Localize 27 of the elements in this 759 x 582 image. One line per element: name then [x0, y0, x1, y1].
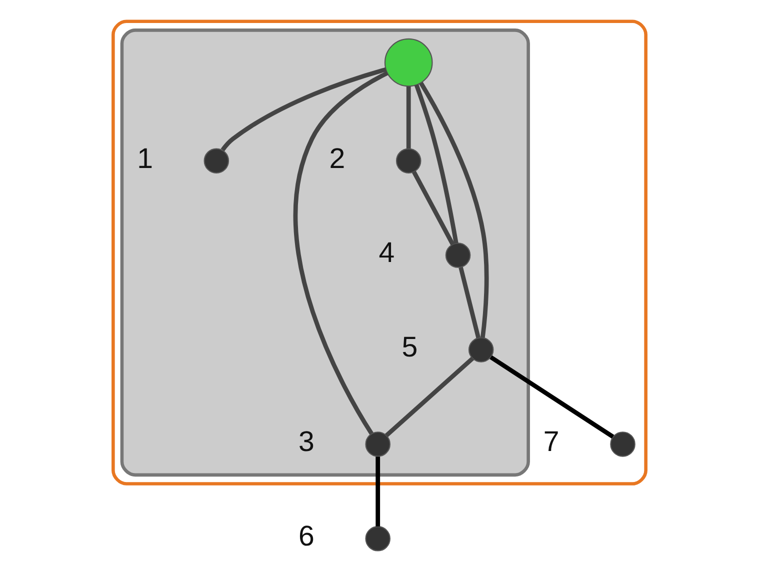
- node-label: 1: [137, 142, 153, 175]
- connector: [376, 456, 380, 526]
- connector: [220, 67, 387, 152]
- node-circle: [384, 38, 433, 87]
- node-circle: [365, 526, 390, 552]
- node-label: 3: [298, 426, 314, 458]
- node-label: 2: [329, 142, 346, 175]
- connector: [384, 356, 474, 438]
- connector: [406, 86, 411, 148]
- node-label: 6: [298, 520, 314, 553]
- connector: [294, 71, 388, 435]
- node-label: 7: [543, 426, 560, 458]
- node-circle: [396, 148, 422, 174]
- node-circle: [204, 148, 230, 174]
- node-circle: [610, 432, 636, 457]
- connector: [458, 266, 480, 338]
- connector: [419, 82, 489, 338]
- node-label: 4: [378, 237, 395, 270]
- connector: [490, 355, 614, 439]
- node-circle: [468, 337, 494, 362]
- node-circle: [365, 432, 390, 457]
- connector: [412, 170, 455, 246]
- cluster: [112, 20, 648, 486]
- connector: [414, 84, 458, 244]
- node-label: 5: [402, 332, 418, 364]
- cluster: [120, 28, 530, 477]
- node-circle: [445, 242, 471, 268]
